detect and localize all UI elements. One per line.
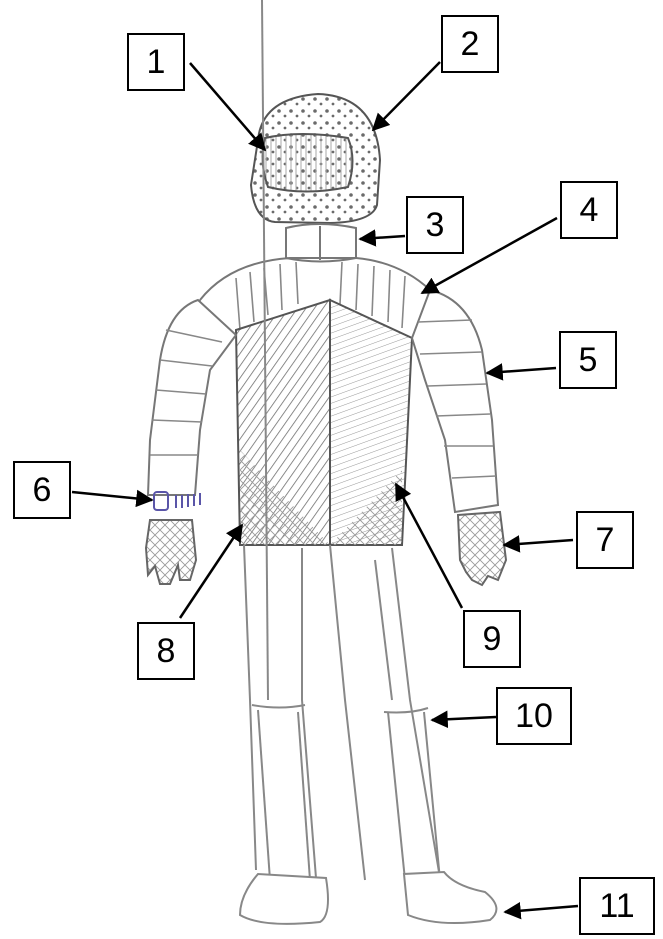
right-arm bbox=[412, 290, 498, 512]
label-4: 4 bbox=[560, 181, 618, 239]
label-8: 8 bbox=[137, 622, 195, 680]
label-3: 3 bbox=[406, 196, 464, 254]
label-5: 5 bbox=[559, 331, 617, 389]
right-boot bbox=[404, 872, 496, 923]
arrow-7 bbox=[504, 540, 573, 545]
arrow-6 bbox=[72, 492, 152, 500]
helmet bbox=[251, 94, 380, 223]
neck-collar bbox=[286, 224, 356, 262]
label-11: 11 bbox=[579, 877, 655, 935]
label-2: 2 bbox=[441, 15, 499, 73]
left-arm bbox=[148, 300, 236, 495]
arrow-5 bbox=[487, 368, 556, 373]
label-9: 9 bbox=[463, 610, 521, 668]
arrow-10 bbox=[432, 717, 496, 720]
arrow-1 bbox=[190, 63, 265, 150]
arrow-2 bbox=[373, 62, 440, 130]
arrow-3 bbox=[360, 236, 405, 239]
chest-armor bbox=[236, 300, 412, 545]
left-boot bbox=[240, 874, 328, 924]
label-7: 7 bbox=[576, 511, 634, 569]
arrow-9 bbox=[396, 484, 462, 608]
left-glove bbox=[146, 520, 196, 584]
helmet-visor bbox=[263, 134, 353, 192]
right-glove bbox=[458, 512, 506, 585]
label-6: 6 bbox=[13, 461, 71, 519]
arrow-11 bbox=[505, 906, 578, 912]
label-1: 1 bbox=[127, 33, 185, 91]
label-10: 10 bbox=[496, 687, 572, 745]
